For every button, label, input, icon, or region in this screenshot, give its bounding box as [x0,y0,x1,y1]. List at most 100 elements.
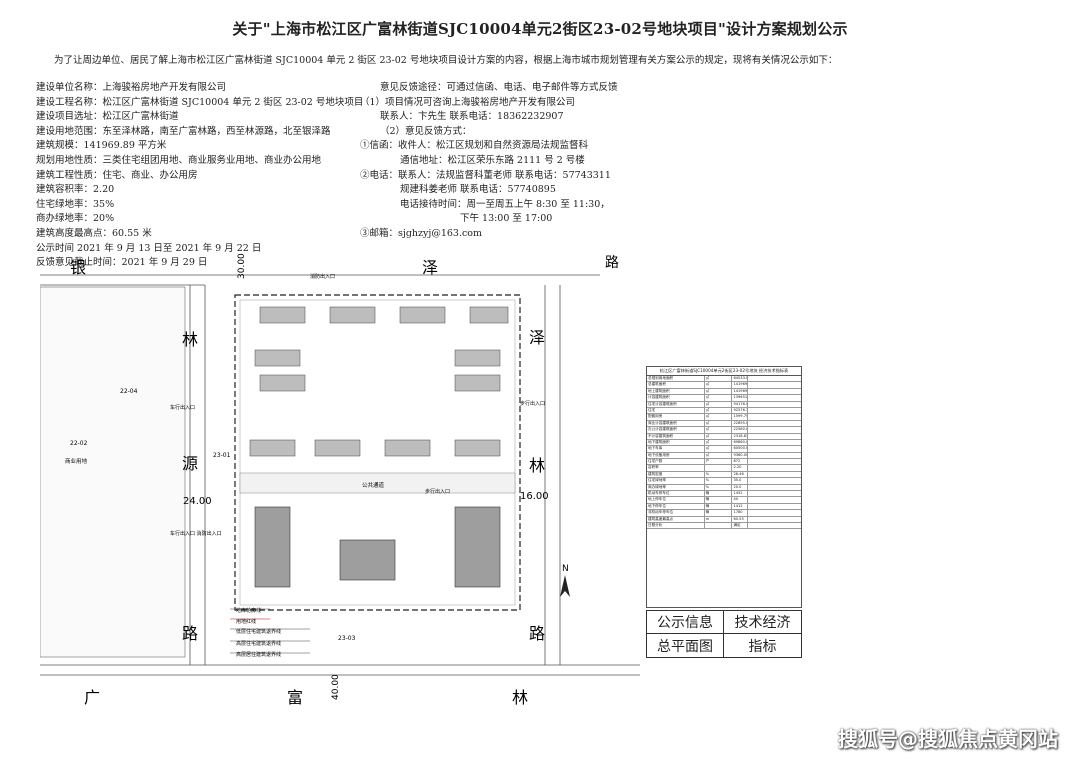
table-cell: 地下设备用房 [647,452,705,459]
table-cell [748,459,801,464]
table-cell [748,414,801,419]
indicator-table-title: 松江区广富林街道SJC10004单元2街区23-02号地块 经济技术指标表 [647,367,801,376]
table-cell: 住宅 [647,407,705,414]
road-name-char: 泽 [422,258,438,277]
info-line: 建筑容积率：2.20 [36,184,115,196]
table-cell: 商办绿地率 [647,484,705,491]
legend-cell: 指标 [748,638,777,655]
table-row: 商办绿地率%20.0 [647,484,801,492]
table-cell [748,402,801,407]
table-cell: 1452 [732,491,749,497]
north-label: N [562,564,569,574]
table-cell: ㎡ [705,382,733,388]
table-cell: 辆 [705,503,733,510]
feedback-line: 联系人：卞先生 联系电话：18362232907 [380,111,564,123]
road-name-char: 富 [287,688,303,707]
feedback-line: 下午 13:00 至 17:00 [460,213,553,225]
table-cell: 872 [732,459,749,465]
table-cell [748,376,801,381]
table-cell [748,523,801,528]
table-cell: 139651.06 [733,395,749,401]
table-cell: 机动车停车位 [647,491,705,497]
table-cell: 商业计容建筑面积 [647,420,705,427]
legend-line-label: 地库轮廓线 [236,607,261,614]
table-cell: ㎡ [705,407,733,414]
table-cell: 建筑密度 [647,471,705,478]
road-name-char: 路 [529,624,545,643]
road-name-char: 路 [605,255,619,271]
table-cell: ㎡ [705,420,733,427]
table-cell: 满足 [732,522,749,529]
table-row: 日照分析 满足 [647,522,801,530]
table-cell: 1599.75 [733,414,749,420]
project-info-list: 建设单位名称：上海骏裕房地产开发有限公司 建设工程名称：松江区广富林街道 SJC… [36,67,363,271]
table-cell: 住宅绿地率 [647,478,705,484]
legend-cell: 技术经济 [724,611,801,634]
table-cell: % [705,471,733,478]
table-cell [748,382,801,387]
info-line: 建筑工程性质：住宅、商业、办公用房 [36,169,198,181]
table-cell [748,510,801,515]
intro-paragraph: 为了让周边单位、居民了解上海市松江区广富林街道 SJC10004 单元 2 街区… [54,55,838,66]
table-cell: 建筑高度最高点 [647,516,705,522]
info-line: 建筑高度最高点：60.55 米 [36,227,152,239]
feedback-line: 意见反馈途径：可通过信函、电话、电子邮件等方式反馈 [380,82,618,93]
table-cell: 地上停车位 [647,497,705,503]
table-row: 容积率 2.20 [647,465,801,472]
info-legend-box: 公示信息 技术经济 总平面图 指标 [646,610,802,658]
table-cell: 办公计容建筑面积 [647,427,705,433]
table-cell: 20.0 [732,484,749,491]
dimension-label: 24.00 [183,496,212,507]
plot-label: 22-02 [70,440,88,447]
table-cell: 2.20 [732,465,749,471]
table-cell: 地下车库 [647,446,705,452]
table-cell: % [705,484,733,491]
table-cell: 22895.00 [733,420,749,427]
table-cell: 住宅计容建筑面积 [647,401,705,407]
feedback-line: 通信地址：松江区荣乐东路 2111 号 2 号楼 [400,154,585,166]
entrance-label: 车行出入口 [170,404,195,411]
road-name-char: 路 [182,624,198,643]
table-cell: 26.46 [732,471,749,478]
table-cell [748,421,801,426]
table-cell: 非机动车停车位 [647,510,705,516]
info-line: 建设工程名称：松江区广富林街道 SJC10004 单元 2 街区 23-02 号… [36,96,364,108]
feedback-info-list: 意见反馈途径：可通过信函、电话、电子邮件等方式反馈 （1）项目情况可咨询上海骏裕… [360,67,618,242]
public-path-label: 公共通道 [362,481,385,489]
site-plan: 银 泽 路 泽 林 路 林 源 路 广 富 林 22-04 22-02 商业用地… [40,253,640,707]
table-cell: 9360.00 [733,452,749,459]
table-cell: ㎡ [705,376,733,382]
table-cell: 辆 [705,491,733,497]
table-cell [748,504,801,509]
watermark: 搜狐号@搜狐焦点黄冈站 [838,727,1058,751]
plot-label: 22-04 [120,388,138,395]
info-line: 公示时间 2021 年 9 月 13 日至 2021 年 9 月 22 日 [36,242,262,254]
table-cell [748,517,801,522]
table-cell: 配套用房 [647,414,705,420]
info-line: 规划用地性质：三类住宅组团用地、商业服务业用地、商业办公用地 [36,154,322,166]
table-cell: 69860.00 [733,439,749,446]
table-cell: 辆 [705,510,733,516]
road-name-char: 林 [182,330,198,349]
info-line: 建设项目选址：松江区广富林街道 [36,111,179,123]
table-cell: 容积率 [647,465,705,471]
table-cell: 2318.83 [733,433,749,439]
info-line: 建设单位名称：上海骏裕房地产开发有限公司 [36,82,227,93]
page-title: 关于"上海市松江区广富林街道SJC10004单元2街区23-02号地块项目"设计… [232,20,848,38]
table-cell [748,440,801,445]
table-cell [748,408,801,413]
table-cell: ㎡ [705,427,733,433]
feedback-line: （2）意见反馈方式： [380,125,472,137]
table-cell: 日照分析 [647,522,705,529]
entrance-label: 车行出入口 消防出入口 [170,530,222,537]
table-cell: 1412 [732,503,749,510]
